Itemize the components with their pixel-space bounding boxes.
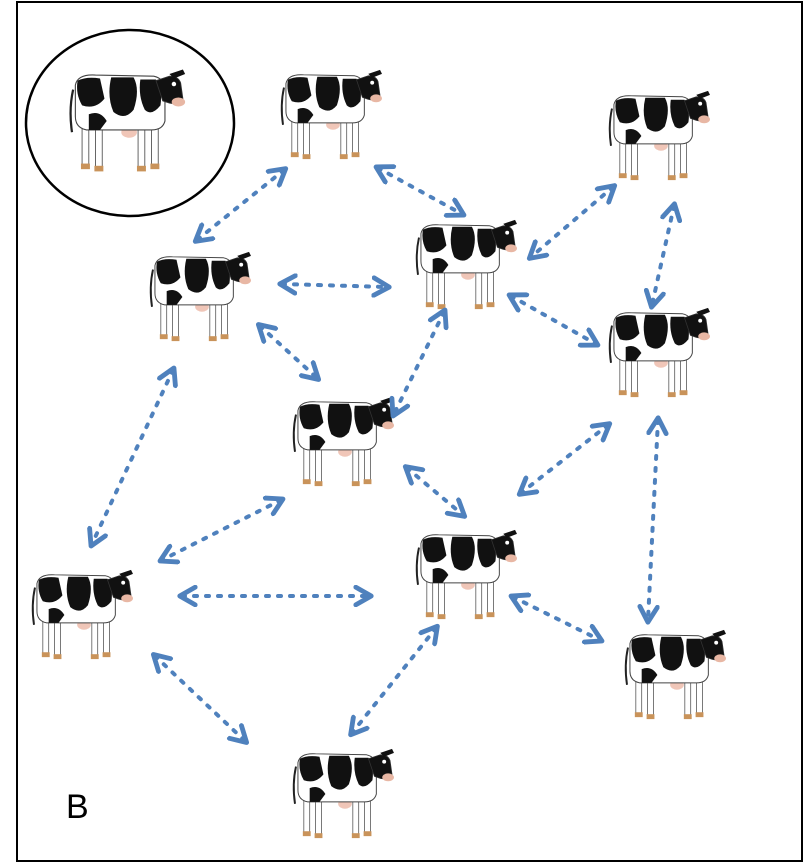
link-arrow: [531, 187, 613, 257]
link-arrow: [511, 296, 596, 344]
link-arrow: [521, 425, 608, 493]
link-arrow: [260, 326, 317, 378]
link-arrow: [162, 500, 281, 560]
link-arrow: [513, 597, 600, 640]
link-arrow: [352, 628, 436, 733]
cow-7: [292, 395, 395, 488]
cow-4: [149, 250, 252, 343]
link-arrow: [92, 370, 173, 544]
cow-10: [624, 628, 727, 721]
link-arrow: [652, 206, 674, 305]
cow-3: [608, 89, 711, 182]
cow-11: [292, 747, 395, 840]
panel-label: B: [66, 788, 89, 826]
cow-6: [608, 306, 711, 399]
link-arrow: [648, 420, 658, 620]
link-arrow: [407, 468, 463, 515]
cow-2: [280, 68, 383, 161]
cow-8: [415, 528, 518, 621]
link-arrow: [282, 284, 387, 287]
link-arrow: [378, 168, 462, 214]
link-arrow: [394, 312, 444, 414]
cow-9: [31, 568, 134, 661]
cow-5: [415, 218, 518, 311]
link-arrow: [155, 656, 245, 741]
